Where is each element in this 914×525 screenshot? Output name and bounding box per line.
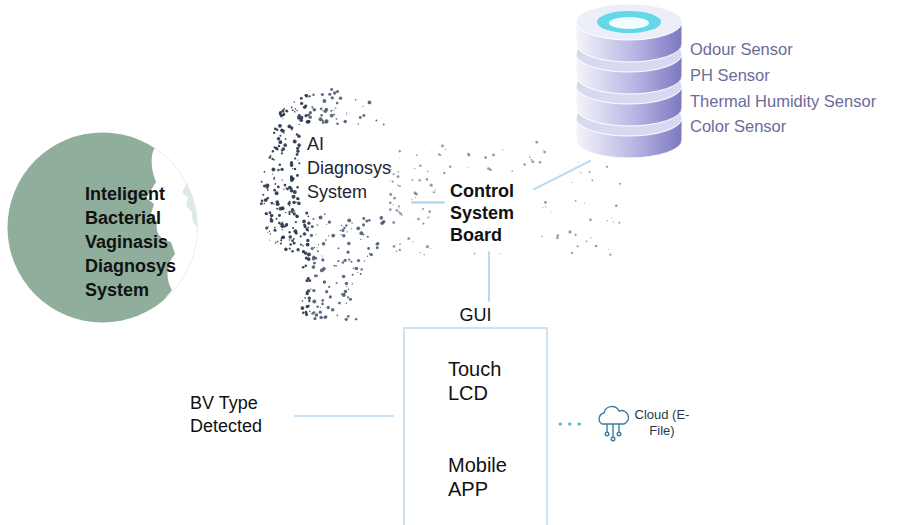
cloud-icon (599, 407, 628, 441)
board-label: Control System Board (450, 180, 530, 246)
title-circle: Inteligent Bacterial Vaginasis Diagnosys… (5, 130, 200, 325)
face-silhouette (146, 130, 205, 330)
device-outline (404, 328, 547, 525)
particle-head (260, 88, 621, 321)
sensor-stack: Odour Sensor PH SensorThermal Humidity Se… (575, 0, 914, 160)
cloud-storage: Cloud (E-File) (595, 405, 695, 443)
sensor-label: Thermal Humidity Sensor (690, 91, 876, 111)
sensor-label: Odour Sensor (690, 39, 793, 59)
interface-label: Touch LCD (448, 357, 533, 405)
ai-head: AI Diagnosys System (250, 85, 410, 320)
result-text: BV Type Detected (190, 392, 282, 438)
ai-head-shape (250, 85, 410, 320)
connector-line (488, 252, 490, 301)
connector-line (295, 415, 393, 417)
gui-heading: GUI (403, 305, 548, 326)
green-circle (8, 133, 198, 323)
control-board: Control System Board (446, 180, 532, 248)
result-label: BV Type Detected (190, 392, 285, 440)
connector-line (534, 161, 590, 189)
sensor-label: Color Sensor (690, 116, 786, 136)
interface-label: Mobile APP (448, 453, 533, 501)
gui-panel: GUI Touch LCD Mobile APP (403, 305, 550, 525)
connector-line (412, 202, 444, 204)
system-title: Inteligent Bacterial Vaginasis Diagnosys… (85, 182, 197, 302)
ai-label: AI Diagnosys System (307, 132, 402, 204)
dotted-link (560, 423, 585, 426)
sensor-label: PH Sensor (690, 65, 770, 85)
sensor-cylinder (576, 4, 682, 158)
face-silhouette (182, 130, 205, 230)
cloud-label: Cloud (E-File) (631, 407, 693, 439)
